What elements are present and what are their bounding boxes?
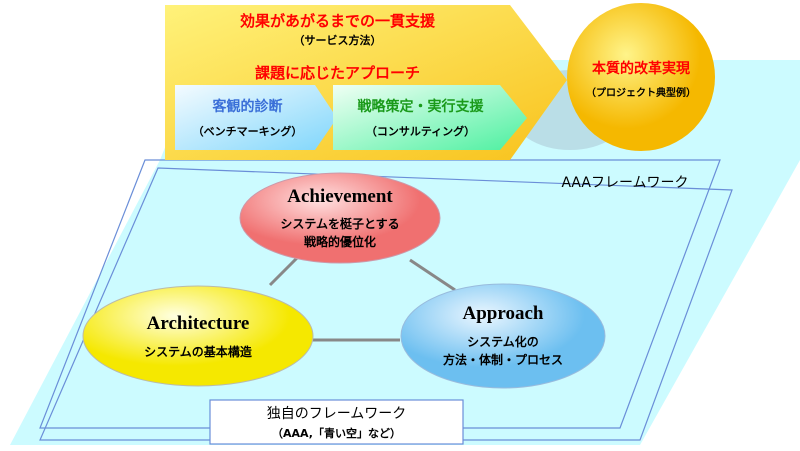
framework-plane-front	[39, 159, 721, 429]
approach-ellipse	[400, 283, 606, 389]
consulting-arrow	[333, 85, 527, 150]
achievement-line2: 戦略的優位化	[303, 235, 376, 249]
diagnosis-subtitle: （ベンチマーキング）	[192, 125, 303, 138]
framework-plane-back	[39, 167, 733, 441]
achievement-line1: システムを梃子とする	[280, 217, 400, 231]
consulting-title: 戦略策定・実行支援	[357, 99, 484, 115]
architecture-line1: システムの基本構造	[144, 345, 252, 359]
architecture-title: Architecture	[146, 313, 250, 334]
service-title: 効果があがるまでの一貫支援	[239, 12, 435, 30]
approach-line1: システム化の	[467, 335, 539, 349]
consulting-subtitle: （コンサルティング）	[365, 125, 476, 138]
goal-title: 本質的改革実現	[592, 61, 690, 77]
original-framework-title: 独自のフレームワーク	[266, 406, 407, 422]
approach-line2: 方法・体制・プロセス	[442, 353, 563, 367]
original-framework-box	[209, 399, 464, 445]
diagnosis-arrow	[175, 85, 337, 150]
achievement-title: Achievement	[287, 186, 393, 207]
connector-line	[409, 258, 456, 292]
goal-subtitle: （プロジェクト典型例）	[586, 88, 696, 99]
goal-circle	[567, 3, 715, 151]
approach-title: 課題に応じたアプローチ	[254, 64, 420, 82]
original-framework-subtitle: （AAA,「青い空」など）	[272, 427, 401, 440]
approach-title: Approach	[462, 303, 544, 324]
achievement-ellipse	[239, 172, 441, 264]
service-subtitle: （サービス方法）	[293, 34, 382, 47]
connector-line	[268, 253, 302, 287]
framework-label: AAAフレームワーク	[561, 175, 689, 191]
diagnosis-title: 客観的診断	[212, 99, 283, 115]
architecture-ellipse	[82, 285, 314, 387]
